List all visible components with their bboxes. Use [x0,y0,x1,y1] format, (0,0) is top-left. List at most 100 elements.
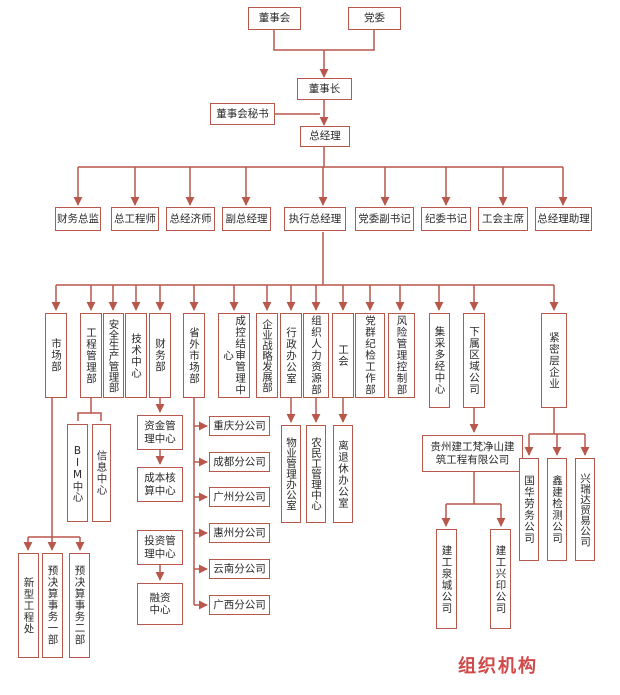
branch-guangxi-label: 广西分公司 [213,598,266,611]
property-office-label: 物业管理办公室 [285,437,298,511]
dept-market-label: 市场部 [50,338,63,373]
discipline-secretary-box: 纪委书记 [421,207,471,231]
guohua-company: 国华劳务公司 [519,458,539,561]
chairman-label: 董事长 [308,82,341,95]
chief-engineer-box: 总工程师 [111,207,159,231]
dept-strategy: 企业战略发展部 [256,313,278,398]
general-manager-label: 总经理 [309,130,341,143]
branch-guangxi: 广西分公司 [209,595,270,615]
dept-risk: 风险管理控制部 [388,313,415,398]
chief-economist-box: 总经济师 [166,207,215,231]
gm-assistant-box: 总经理助理 [535,207,592,231]
budget-dept-2-label: 预决算事务二部 [73,565,86,646]
dept-tech: 技术中心 [125,313,147,398]
deputy-gm-label: 副总经理 [225,212,268,225]
branch-huizhou-label: 惠州分公司 [213,526,266,539]
party-committee-label: 党委 [364,12,385,25]
retirement-office-label: 离退休办公室 [337,439,350,509]
party-committee-box: 党委 [348,7,401,30]
branch-guangzhou-label: 广州分公司 [213,490,266,503]
dept-engineering: 工程管理部 [80,313,102,398]
board-secretary-box: 董事会秘书 [210,103,275,125]
guohua-company-label: 国华劳务公司 [523,475,536,544]
dept-strategy-label: 企业战略发展部 [261,318,274,393]
budget-dept-2: 预决算事务二部 [69,553,90,658]
dept-hr: 组织人力资源部 [303,313,329,398]
board-secretary-label: 董事会秘书 [216,107,269,120]
guizhou-company-label: 贵州建工梵净山建筑工程有限公司 [430,441,515,466]
union-chairman-label: 工会主席 [482,212,524,225]
chief-economist-label: 总经济师 [169,212,212,225]
migrant-worker-label: 农民工管理中心 [310,437,323,511]
property-office: 物业管理办公室 [281,425,301,523]
branch-yunnan: 云南分公司 [209,559,270,579]
party-deputy-secretary-box: 党委副书记 [355,207,414,231]
xingruida-company-label: 兴瑞达贸易公司 [579,472,592,547]
new-project-office: 新型工程处 [18,553,39,658]
fund-management-center: 资金管理中心 [137,415,183,450]
branch-chongqing: 重庆分公司 [209,416,270,436]
new-project-office-label: 新型工程处 [22,576,35,635]
union-chairman-box: 工会主席 [478,207,528,231]
xingruida-company: 兴瑞达贸易公司 [575,458,595,561]
info-center: 信息中心 [92,424,111,522]
dept-close-enterprises: 紧密层企业 [541,313,567,408]
dept-outside-market-label: 省外市场部 [188,326,201,385]
party-deputy-secretary-label: 党委副书记 [358,212,411,225]
dept-party-work-label: 党群纪检工作部 [364,315,377,396]
board-box: 董事会 [248,7,301,30]
dept-audit: 成控结审管理中心 [218,313,250,398]
branch-yunnan-label: 云南分公司 [213,562,266,575]
dept-finance: 财务部 [149,313,171,398]
bim-center-label: BIM中心 [71,444,84,502]
dept-safety: 安全生产管理部 [103,313,124,398]
dept-procurement: 集采多经中心 [429,313,450,408]
migrant-worker-center: 农民工管理中心 [306,425,326,523]
branch-chengdu: 成都分公司 [209,452,270,472]
gm-assistant-label: 总经理助理 [537,212,590,225]
retirement-office: 离退休办公室 [333,425,353,523]
general-manager-box: 总经理 [300,126,350,147]
xingyin-company: 建工兴印公司 [490,529,511,629]
diagram-title: 组织机构 [458,656,538,677]
cost-accounting-label: 成本核算中心 [144,472,176,497]
board-label: 董事会 [258,12,291,25]
executive-gm-label: 执行总经理 [288,212,342,225]
xinjian-company-label: 鑫建检测公司 [551,475,564,544]
deputy-gm-box: 副总经理 [222,207,271,231]
dept-regional-companies-label: 下属区域公司 [468,326,481,395]
dept-safety-label: 安全生产管理部 [107,318,120,393]
quancheng-company-label: 建工泉城公司 [440,544,453,614]
branch-chongqing-label: 重庆分公司 [213,419,266,432]
dept-procurement-label: 集采多经中心 [433,326,446,395]
dept-audit-label: 成控结审管理中心 [222,315,247,396]
dept-close-enterprises-label: 紧密层企业 [548,331,561,390]
dept-union-label: 工会 [337,344,350,367]
executive-gm-box: 执行总经理 [284,207,346,231]
investment-management-center: 投资管理中心 [137,530,183,565]
branch-guangzhou: 广州分公司 [209,487,270,507]
quancheng-company: 建工泉城公司 [436,529,457,629]
cfo-label: 财务总监 [57,212,99,225]
chief-engineer-label: 总工程师 [114,212,156,225]
fund-management-label: 资金管理中心 [144,420,176,445]
chairman-box: 董事长 [297,78,352,100]
bim-center: BIM中心 [67,424,88,522]
dept-admin: 行政办公室 [280,313,302,398]
dept-market: 市场部 [45,313,67,398]
branch-huizhou: 惠州分公司 [209,523,270,543]
dept-outside-market: 省外市场部 [183,313,205,398]
dept-finance-label: 财务部 [154,338,167,373]
dept-risk-label: 风险管理控制部 [395,315,408,396]
discipline-secretary-label: 纪委书记 [425,212,467,225]
branch-chengdu-label: 成都分公司 [213,455,266,468]
budget-dept-1: 预决算事务一部 [42,553,63,658]
cfo-box: 财务总监 [55,207,101,231]
dept-union: 工会 [332,313,354,398]
budget-dept-1-label: 预决算事务一部 [46,565,59,646]
dept-regional-companies: 下属区域公司 [463,313,485,408]
cost-accounting-center: 成本核算中心 [137,467,183,502]
dept-hr-label: 组织人力资源部 [310,315,323,396]
dept-engineering-label: 工程管理部 [85,326,98,385]
